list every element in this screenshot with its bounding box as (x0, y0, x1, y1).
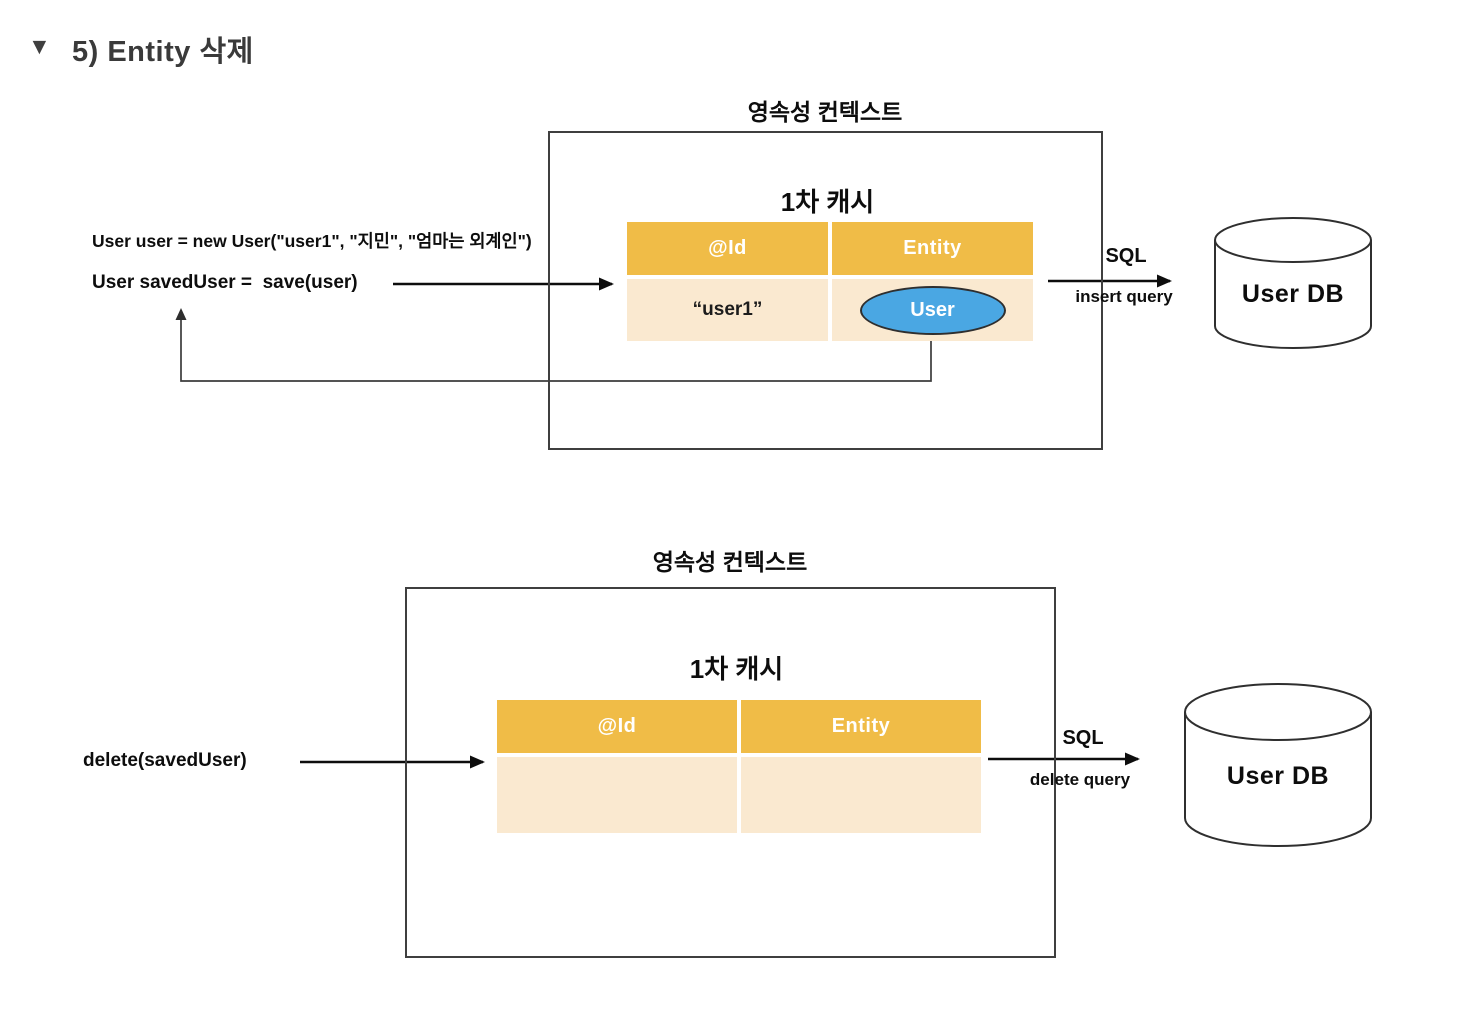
cache-cell-entity: User (832, 279, 1033, 341)
delete-query-label: delete query (1029, 770, 1131, 789)
cache-cell-id: “user1” (627, 279, 828, 341)
page-title: 5) Entity 삭제 (72, 36, 254, 68)
cache-cell-id-empty (497, 757, 737, 833)
insert-query-label: insert query (1075, 287, 1173, 306)
persistence-context-title-bottom: 영속성 컨텍스트 (652, 549, 808, 575)
code-new-user: User user = new User("user1", "지민", "엄마는… (92, 231, 532, 251)
column-header-entity: Entity (832, 222, 1033, 275)
sql-label-bottom: SQL (1062, 727, 1104, 749)
persistence-context-box-bottom (405, 587, 1056, 958)
cache-cell-entity-empty (741, 757, 981, 833)
user-entity-ellipse: User (859, 285, 1006, 335)
persistence-context-title-top: 영속성 컨텍스트 (747, 99, 903, 125)
column-header-id: @Id (627, 222, 828, 275)
first-level-cache-title-top: 1차 캐시 (780, 187, 875, 217)
user-db-label-bottom: User DB (1226, 762, 1330, 790)
cache-table-top: @Id Entity “user1” User (627, 222, 1033, 341)
first-level-cache-title-bottom: 1차 캐시 (689, 654, 784, 684)
sql-label-top: SQL (1105, 245, 1147, 267)
user-db-label-top: User DB (1241, 280, 1345, 308)
code-saved-user: User savedUser = save(user) (92, 272, 358, 293)
cache-table-bottom: @Id Entity (497, 700, 981, 833)
code-delete-saved-user: delete(savedUser) (83, 750, 247, 771)
column-header-entity: Entity (741, 700, 981, 753)
collapse-toggle-icon[interactable]: ▼ (28, 33, 51, 59)
column-header-id: @Id (497, 700, 737, 753)
persistence-context-box-top (548, 131, 1103, 450)
